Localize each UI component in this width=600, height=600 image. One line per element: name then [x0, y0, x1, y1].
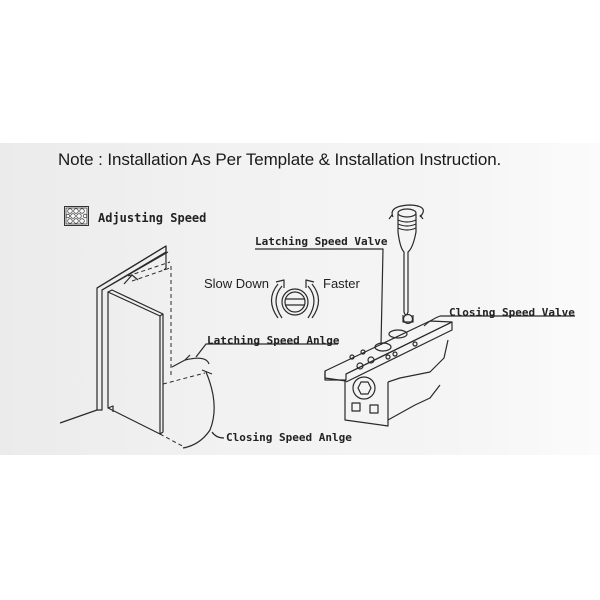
- door-leaf: [107, 274, 164, 435]
- installation-note: Note : Installation As Per Template & In…: [58, 150, 502, 169]
- screwdriver: [388, 204, 424, 316]
- door-frame: [59, 245, 169, 424]
- latching-speed-angle-label: Latching Speed Anlge: [207, 334, 340, 347]
- latching-speed-valve-label: Latching Speed Valve: [255, 235, 388, 248]
- door-closer-body: [324, 313, 453, 427]
- rotation-symbol: [270, 279, 320, 319]
- legend-label: Adjusting Speed: [98, 211, 207, 225]
- closing-speed-angle-label: Closing Speed Anlge: [226, 431, 352, 444]
- closing-speed-valve-label: Closing Speed Valve: [449, 306, 575, 319]
- slow-down-label: Slow Down: [204, 276, 270, 291]
- faster-label: Faster: [323, 276, 360, 291]
- hex-wrench-icon: [64, 206, 89, 226]
